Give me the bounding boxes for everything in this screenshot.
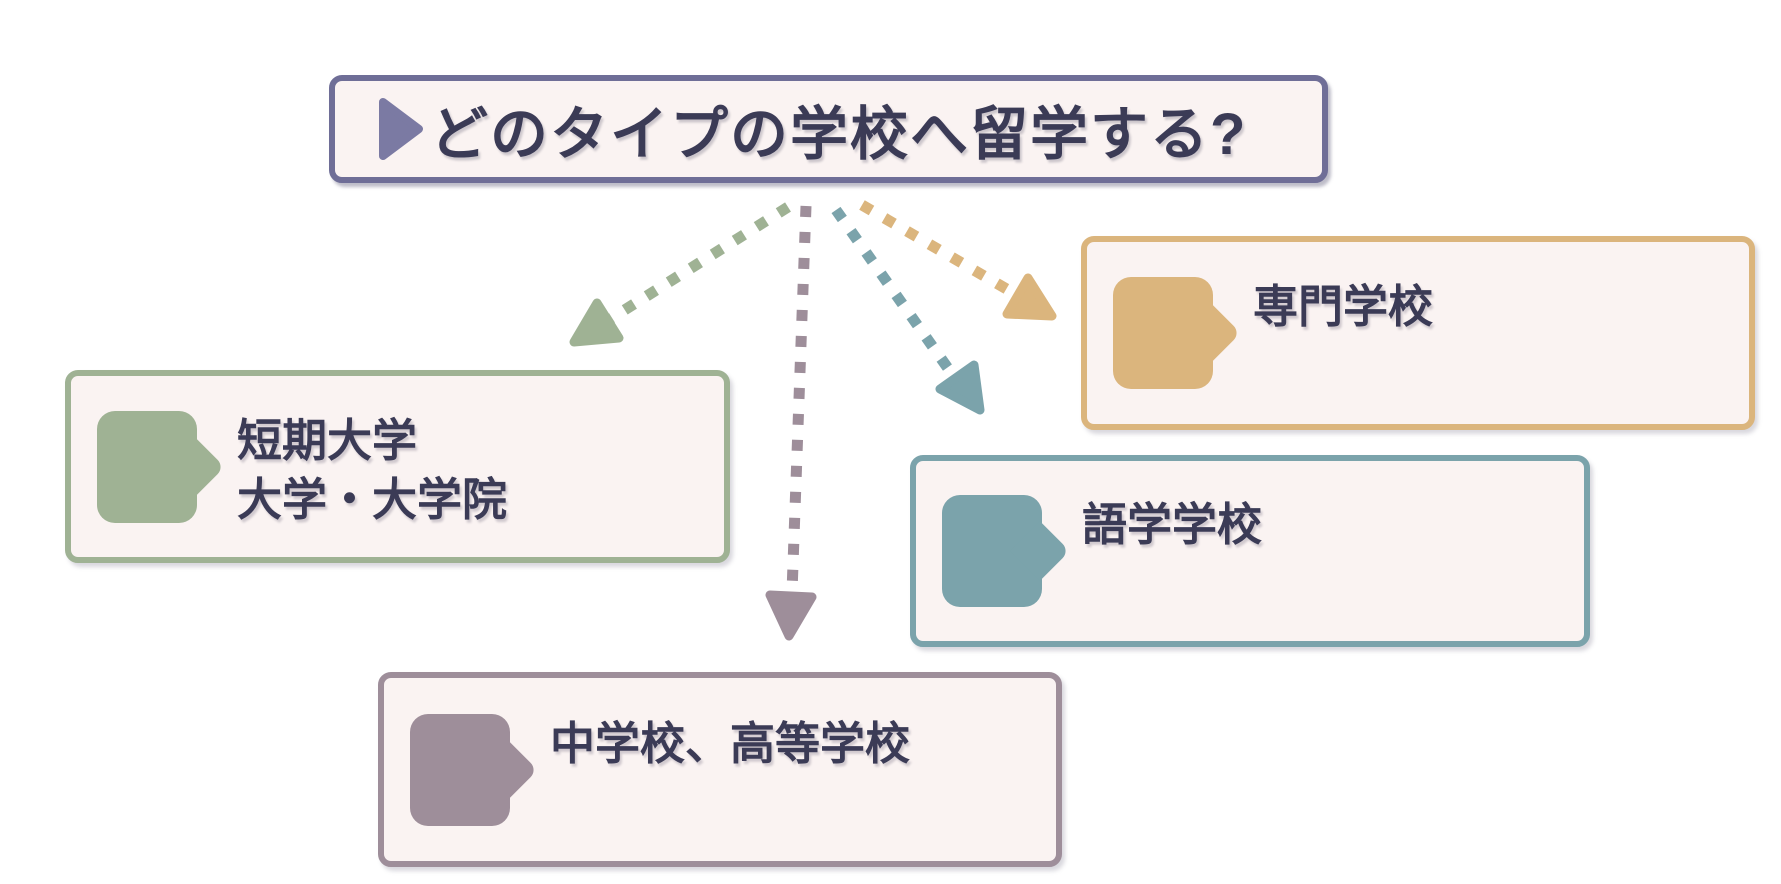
arrow-to-language-school (831, 206, 985, 415)
card-vocational-school: 専門学校 (1081, 236, 1755, 430)
card-label: 短期大学 大学・大学院 (237, 411, 507, 525)
speech-bubble-tail (165, 436, 225, 497)
speech-bubble-tail (1010, 521, 1070, 581)
card-label-line: 中学校、高等学校 (550, 717, 911, 769)
speech-bubble-tail (1181, 303, 1241, 363)
card-junior-college-university: 短期大学 大学・大学院 (65, 370, 730, 563)
speech-bubble-tail (478, 739, 538, 800)
card-label: 専門学校 (1253, 277, 1433, 389)
speech-bubble-icon (410, 713, 538, 826)
card-label-line: 語学学校 (1082, 499, 1263, 550)
arrow-to-vocational-school (859, 200, 1057, 321)
page-title: どのタイプの学校へ留学する? (430, 102, 1248, 167)
card-middle-high-school: 中学校、高等学校 (378, 672, 1062, 867)
card-label-line: 短期大学 (237, 414, 418, 466)
title-box: どのタイプの学校へ留学する? (329, 75, 1328, 183)
card-language-school: 語学学校 (910, 455, 1590, 647)
speech-bubble-icon (97, 410, 225, 523)
card-label-line: 専門学校 (1253, 281, 1434, 332)
card-label-line: 大学・大学院 (237, 473, 508, 525)
speech-bubble-icon (1113, 277, 1241, 389)
arrow-to-middle-high-school (765, 205, 817, 641)
arrow-to-junior-college (569, 202, 791, 347)
play-triangle-icon (378, 96, 424, 162)
card-label: 語学学校 (1082, 495, 1262, 607)
card-label: 中学校、高等学校 (550, 714, 910, 826)
speech-bubble-icon (942, 495, 1070, 607)
